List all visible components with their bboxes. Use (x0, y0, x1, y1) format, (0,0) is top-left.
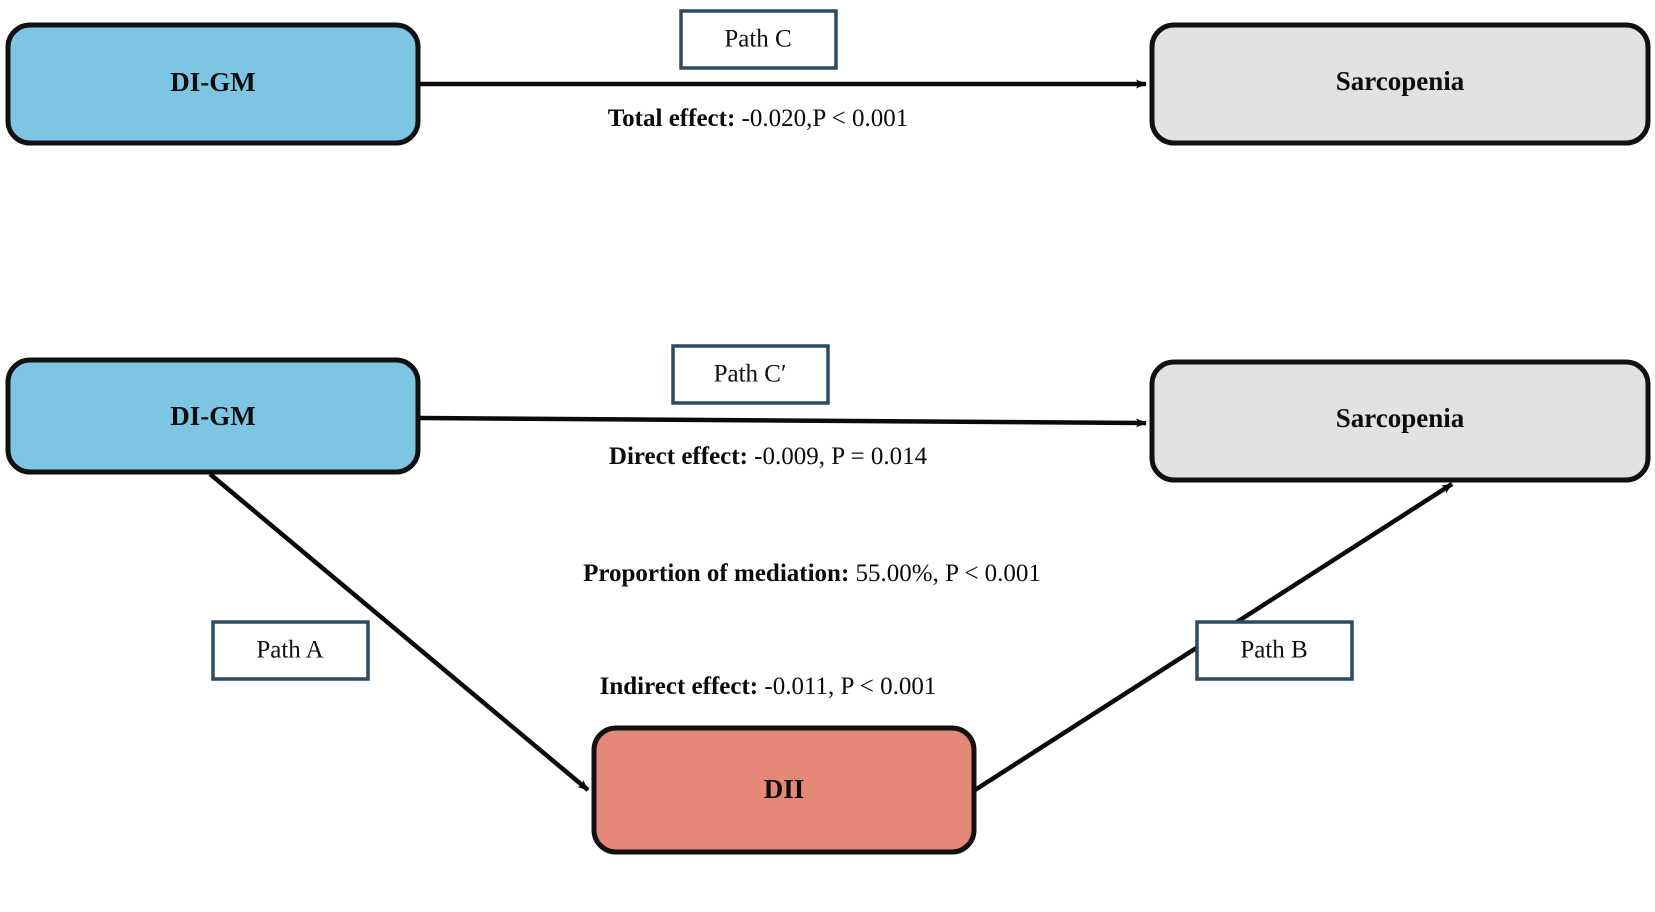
mediator-box[interactable] (591, 725, 977, 855)
direct-effect-value: -0.009, P = 0.014 (748, 443, 928, 470)
total-effect-value: -0.020,P < 0.001 (735, 105, 908, 132)
path-a-tag-label: Path A (256, 637, 323, 664)
indirect-effect-value: -0.011, P < 0.001 (758, 673, 936, 700)
top-exposure-node[interactable]: DI-GM (5, 22, 421, 146)
top-outcome-label: Sarcopenia (1336, 66, 1465, 96)
path-b-tag-label: Path B (1240, 637, 1307, 664)
top-model-group: DI-GM Sarcopenia Path C Total effect: -0… (5, 9, 1651, 146)
mediator-node[interactable]: DII (591, 725, 977, 855)
path-a-tag[interactable]: Path A (211, 620, 370, 681)
path-c-tag[interactable]: Path C (679, 9, 838, 70)
top-exposure-label: DI-GM (170, 67, 255, 97)
path-b-tag-box[interactable] (1195, 620, 1354, 681)
bottom-model-group: DI-GM Sarcopenia DII Path C′ (5, 344, 1651, 855)
path-c-tag-box[interactable] (679, 9, 838, 70)
path-c-prime-arrow (419, 415, 1147, 428)
path-b-tag[interactable]: Path B (1195, 620, 1354, 681)
path-c-tag-label: Path C (724, 26, 791, 53)
direct-effect-lead: Direct effect: (609, 443, 748, 470)
proportion-of-mediation-lead: Proportion of mediation: (583, 560, 849, 587)
proportion-of-mediation-value: 55.00%, P < 0.001 (849, 560, 1041, 587)
path-a-arrow (208, 472, 590, 792)
indirect-effect-caption: Indirect effect: -0.011, P < 0.001 (600, 673, 937, 700)
bottom-exposure-label: DI-GM (170, 401, 255, 431)
path-c-prime-tag[interactable]: Path C′ (671, 344, 830, 405)
path-c-prime-tag-label: Path C′ (714, 361, 787, 388)
total-effect-lead: Total effect: (608, 105, 736, 132)
mediator-label: DII (764, 774, 805, 804)
bottom-exposure-box[interactable] (5, 357, 421, 475)
bottom-outcome-box[interactable] (1149, 359, 1651, 483)
total-effect-caption: Total effect: -0.020,P < 0.001 (608, 105, 908, 132)
proportion-of-mediation-caption: Proportion of mediation: 55.00%, P < 0.0… (583, 560, 1041, 587)
path-a-tag-box[interactable] (211, 620, 370, 681)
bottom-outcome-node[interactable]: Sarcopenia (1149, 359, 1651, 483)
top-exposure-box[interactable] (5, 22, 421, 146)
indirect-effect-lead: Indirect effect: (600, 673, 758, 700)
top-outcome-node[interactable]: Sarcopenia (1149, 22, 1651, 146)
top-outcome-box[interactable] (1149, 22, 1651, 146)
path-c-prime-tag-box[interactable] (671, 344, 830, 405)
bottom-outcome-label: Sarcopenia (1336, 403, 1465, 433)
bottom-exposure-node[interactable]: DI-GM (5, 357, 421, 475)
direct-effect-caption: Direct effect: -0.009, P = 0.014 (609, 443, 928, 470)
